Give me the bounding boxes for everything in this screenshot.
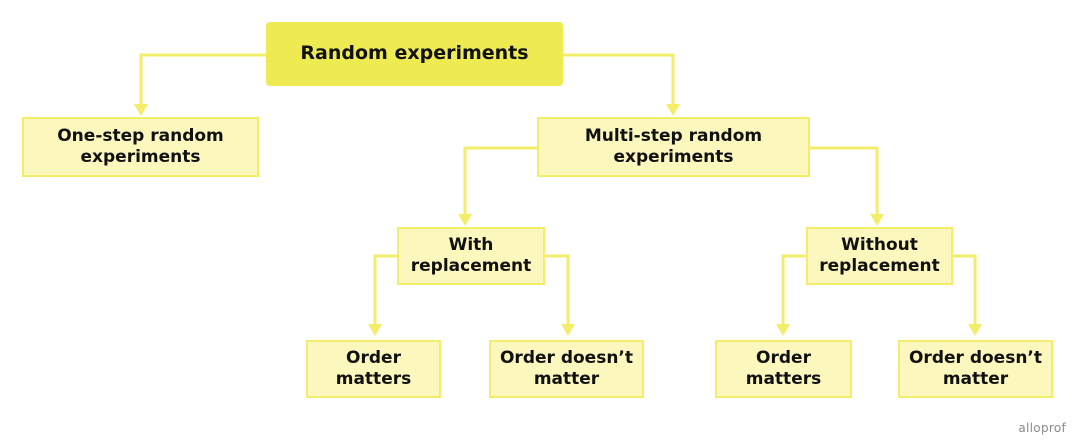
arrowhead-with-order-doesnt xyxy=(561,324,575,336)
one-step-node: One-step random experiments xyxy=(22,117,259,177)
arrowhead-without-order xyxy=(776,324,790,336)
arrowhead-one-step xyxy=(134,104,148,116)
without-order-doesnt-matter-label-line2: matter xyxy=(942,369,1009,389)
connector-multi-to-without xyxy=(810,146,879,216)
multi-step-node: Multi-step random experiments xyxy=(537,117,810,177)
with-order-doesnt-matter-label-line2: matter xyxy=(533,369,600,389)
arrowhead-without-order-doesnt xyxy=(968,324,982,336)
connector-root-to-multi-step xyxy=(563,53,675,106)
without-order-matters-label-line1: Order xyxy=(756,347,811,368)
connector-with-to-order xyxy=(373,254,397,326)
without-order-matters-node: Order matters xyxy=(715,340,852,398)
root-label: Random experiments xyxy=(300,42,529,65)
without-order-doesnt-matter-label-line1: Order doesn’t xyxy=(908,347,1043,368)
one-step-label-line1: One-step random xyxy=(57,125,224,146)
with-order-matters-label-line2: matters xyxy=(335,369,412,389)
connector-multi-to-with xyxy=(463,146,537,216)
multi-step-label-line2: experiments xyxy=(613,147,734,167)
without-replacement-label-line1: Without xyxy=(841,234,918,255)
multi-step-label-line1: Multi-step random xyxy=(584,125,763,146)
without-replacement-label-line2: replacement xyxy=(819,256,940,276)
connector-root-to-one-step xyxy=(139,53,266,106)
root-node: Random experiments xyxy=(266,22,563,86)
with-order-doesnt-matter-label-line1: Order doesn’t xyxy=(499,347,634,368)
with-replacement-label-line1: With xyxy=(448,234,494,255)
without-order-doesnt-matter-node: Order doesn’t matter xyxy=(898,340,1053,398)
arrowhead-with-order xyxy=(368,324,382,336)
arrowhead-with xyxy=(458,214,472,226)
connector-without-to-order-doesnt xyxy=(953,254,977,326)
one-step-label-line2: experiments xyxy=(80,147,201,167)
without-replacement-node: Without replacement xyxy=(806,227,953,285)
with-order-matters-label-line1: Order xyxy=(346,347,401,368)
connector-with-to-order-doesnt xyxy=(545,254,570,326)
with-replacement-node: With replacement xyxy=(397,227,545,285)
arrowhead-multi-step xyxy=(666,104,680,116)
alloprof-logo: alloprof xyxy=(1018,421,1066,435)
with-replacement-label-line2: replacement xyxy=(410,256,532,276)
arrowhead-without xyxy=(870,214,884,226)
with-order-matters-node: Order matters xyxy=(306,340,441,398)
connector-without-to-order xyxy=(781,254,806,326)
with-order-doesnt-matter-node: Order doesn’t matter xyxy=(489,340,644,398)
without-order-matters-label-line2: matters xyxy=(745,369,822,389)
